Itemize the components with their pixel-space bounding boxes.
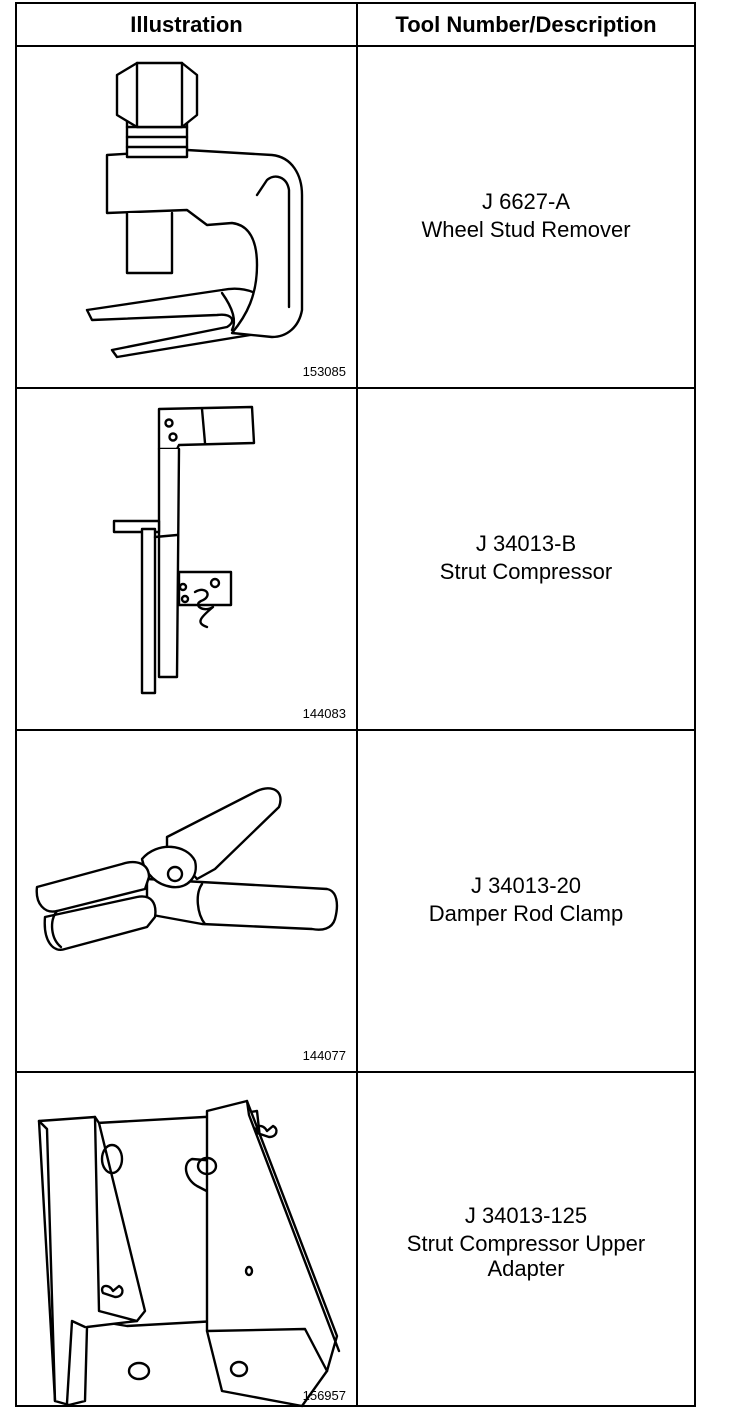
figure-number: 156957 [302,1388,346,1403]
tool-table: Illustration Tool Number/Description [15,2,696,1408]
tool-description-continued: Adapter [487,1256,565,1281]
tool-description: Strut Compressor Upper [406,1231,646,1256]
figure-number: 153085 [302,364,346,379]
tool-description: Damper Rod Clamp [428,901,624,926]
table-header: Illustration Tool Number/Description [17,4,694,47]
figure-number: 144083 [302,706,346,721]
tool-description-cell: J 6627-A Wheel Stud Remover [358,45,694,387]
table-row: 156957 J 34013-125 Strut Compressor Uppe… [17,1071,694,1411]
tool-number: J 34013-B [475,531,577,556]
table-row: 144083 J 34013-B Strut Compressor [17,387,694,731]
tool-number: J 34013-20 [470,873,582,898]
tool-description-cell: J 34013-20 Damper Rod Clamp [358,729,694,1071]
wheel-stud-remover-icon [85,61,304,359]
header-tool-number-description: Tool Number/Description [395,12,657,37]
tool-description-cell: J 34013-B Strut Compressor [358,387,694,729]
tool-description: Strut Compressor [439,559,613,584]
damper-rod-clamp-icon [35,787,339,951]
header-illustration: Illustration [130,12,243,37]
tool-description: Wheel Stud Remover [421,217,631,242]
illustration-cell: 153085 [17,45,356,387]
strut-compressor-icon [112,405,256,695]
column-divider [356,4,358,1405]
illustration-cell: 144083 [17,387,356,729]
tool-number: J 6627-A [481,189,571,214]
table-row: 144077 J 34013-20 Damper Rod Clamp [17,729,694,1073]
illustration-cell: 144077 [17,729,356,1071]
figure-number: 144077 [302,1048,346,1063]
tool-number: J 34013-125 [464,1203,588,1228]
strut-compressor-upper-adapter-icon [37,1099,341,1408]
table-row: 153085 J 6627-A Wheel Stud Remover [17,45,694,389]
tool-description-cell: J 34013-125 Strut Compressor Upper Adapt… [358,1071,694,1411]
illustration-cell: 156957 [17,1071,356,1411]
